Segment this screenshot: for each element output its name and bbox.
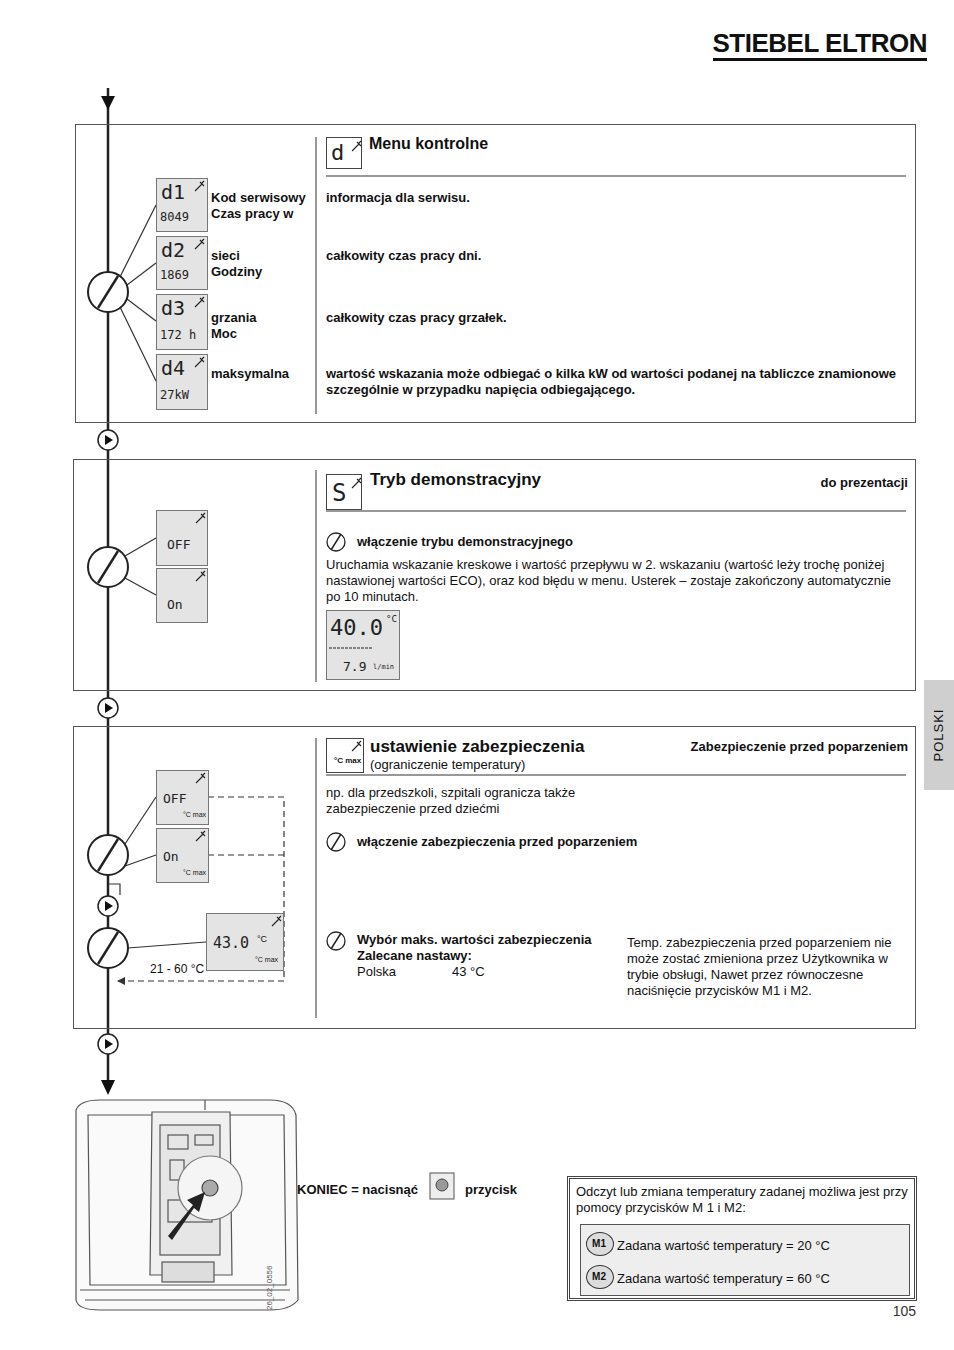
label-text: włączenie zabezpieczenia przed poparzeni…: [357, 834, 777, 850]
demo-display: 40.0°C 7.9 l/min: [326, 610, 400, 680]
m-button: M1: [586, 1232, 614, 1256]
label-text: Godziny: [211, 264, 315, 280]
label-text: Zabezpieczenie przed poparzeniem: [691, 739, 908, 755]
flow-arrowhead: [101, 96, 115, 110]
node-text: 27kW: [160, 387, 189, 403]
label-text: całkowity czas pracy dni.: [326, 248, 896, 264]
node-text: Zadana wartość temperatury = 60 °C: [617, 1271, 830, 1287]
label-text: maksymalna: [211, 366, 315, 382]
node-text: M1: [587, 1237, 611, 1251]
label-text: np. dla przedszkoli, szpitali ogranicza …: [326, 785, 616, 817]
label-text: przycisk: [465, 1182, 555, 1198]
flow-arrowhead: [101, 1080, 115, 1095]
node-text: d3: [161, 297, 185, 319]
lcd-display: d2 1869: [156, 236, 208, 290]
label-text: 21 - 60 °C: [150, 961, 250, 977]
setpoint-box: Zadana wartość temperatury = 20 °C Zadana…: [580, 1224, 910, 1296]
brand-header: STIEBEL ELTRON: [713, 28, 928, 61]
node-text: 1869: [160, 267, 189, 283]
menu-icon: d: [326, 137, 362, 169]
node-text: 172 h: [160, 327, 196, 343]
menu-icon: S: [326, 474, 362, 510]
page-number: 105: [893, 1303, 916, 1319]
menu-icon: °C max: [326, 738, 364, 773]
node-text: 7.9: [343, 659, 366, 675]
label-text: wartość wskazania może odbiegać o kilka …: [326, 366, 896, 398]
node-text: d2: [161, 239, 185, 261]
node-text: 8049: [160, 209, 189, 225]
node-text: °C max: [183, 811, 206, 819]
info-box: Odczyt lub zmiana temperatury zadanej mo…: [567, 1176, 917, 1301]
node-text: On: [167, 597, 183, 613]
node-text: 40.0: [330, 615, 383, 641]
lcd-display: d1 8049: [156, 178, 208, 232]
label-text: KONIEC = nacisnąć: [297, 1182, 437, 1198]
label-text: Czas pracy w: [211, 206, 315, 222]
label-text: Kod serwisowy: [211, 190, 315, 206]
node-text: On: [163, 849, 179, 865]
label-text: Polska: [357, 964, 437, 980]
lcd-display: 43.0 °C °C max: [206, 913, 284, 971]
lcd-display: On: [156, 568, 208, 623]
label-text: 26_02_0556: [262, 1240, 278, 1310]
node-text: S: [332, 479, 346, 507]
node-text: d4: [161, 357, 185, 379]
node-text: OFF: [167, 537, 190, 553]
node-text: Zadana wartość temperatury = 20 °C: [617, 1238, 830, 1254]
lcd-display: OFF: [156, 510, 208, 566]
label-text: Moc: [211, 326, 315, 342]
node-text: d1: [161, 181, 185, 203]
node-text: ustawienie zabezpieczenia: [370, 737, 584, 757]
lcd-display: OFF °C max: [156, 770, 209, 825]
label-text: do prezentacji: [821, 475, 908, 491]
node-text: °C max: [255, 956, 278, 964]
node-text: Menu kontrolne: [369, 136, 488, 152]
lcd-display: d3 172 h: [156, 294, 208, 350]
label-text: całkowity czas pracy grzałek.: [326, 310, 896, 326]
node-text: °C max: [183, 869, 206, 877]
label-text: Zalecane nastawy:: [357, 948, 557, 964]
language-tab: POLSKI: [924, 680, 954, 790]
label-text: Temp. zabezpieczenia przed poparzeniem n…: [627, 935, 909, 999]
device-illustration: [76, 1100, 298, 1310]
node-text: 43.0: [213, 934, 249, 952]
label-text: Wybór maks. wartości zabezpieczenia: [357, 932, 622, 948]
lcd-display: On °C max: [156, 828, 209, 883]
node-text: °C: [386, 614, 397, 624]
node-text: Tryb demonstracyjny: [370, 470, 541, 490]
node-text: Odczyt lub zmiana temperatury zadanej mo…: [576, 1184, 908, 1216]
label-text: informacja dla serwisu.: [326, 190, 896, 206]
node-text: °C: [257, 934, 267, 944]
lcd-display: d4 27kW: [156, 354, 208, 410]
node-text: OFF: [163, 791, 186, 807]
node-text: POLSKI: [931, 687, 947, 783]
node-text: M2: [587, 1270, 611, 1284]
label-text: sieci: [211, 248, 315, 264]
m-button: M2: [586, 1265, 614, 1289]
label-text: Uruchamia wskazanie kreskowe i wartość p…: [326, 557, 896, 605]
node-text: (ograniczenie temperatury): [370, 757, 525, 773]
node-text: l/min: [373, 663, 394, 671]
node-text: d: [331, 140, 344, 166]
node-text: °C max: [334, 756, 361, 765]
label-text: włączenie trybu demonstracyjnego: [357, 534, 777, 550]
press-arrow: [168, 1192, 205, 1240]
label-text: 43 °C: [452, 964, 532, 980]
label-text: grzania: [211, 310, 315, 326]
